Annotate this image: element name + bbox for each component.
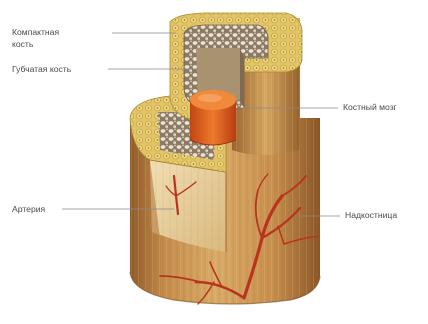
label-compact-bone: Компактная кость bbox=[12, 27, 176, 49]
label-artery-text: Артерия bbox=[12, 204, 46, 214]
label-periosteum-text: Надкостница bbox=[345, 210, 397, 220]
bone-marrow-cylinder bbox=[190, 90, 236, 145]
label-spongy-bone-text: Губчатая кость bbox=[12, 64, 72, 74]
label-spongy-bone: Губчатая кость bbox=[12, 64, 196, 74]
label-bone-marrow-text: Костный мозг bbox=[343, 102, 397, 112]
label-compact-bone-line2: кость bbox=[12, 39, 34, 49]
label-compact-bone-line1: Компактная bbox=[12, 27, 59, 37]
